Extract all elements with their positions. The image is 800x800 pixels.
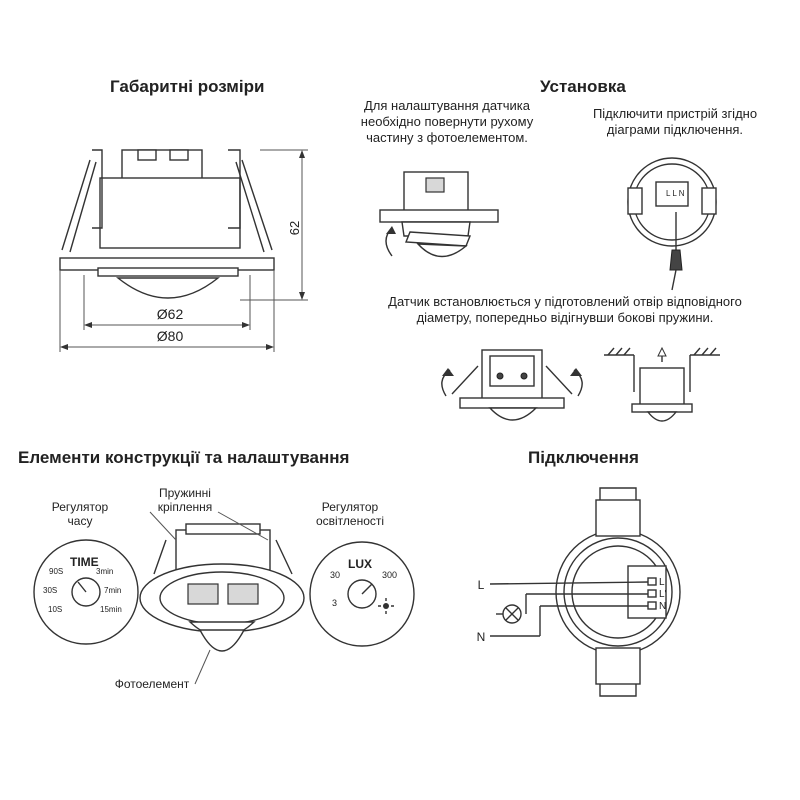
- lamp-icon: [502, 604, 522, 624]
- installation-mount-drawing: [441, 349, 583, 421]
- installation-step3-caption: Датчик встановлюється у підготовлений от…: [388, 294, 742, 325]
- lux-dial-label: LUX: [348, 557, 372, 571]
- sun-icon: [378, 598, 394, 614]
- lux-mark-3: 3: [332, 598, 337, 608]
- installation-wiring-drawing: L L N: [627, 157, 717, 291]
- time-mark-30s: 30S: [43, 586, 57, 595]
- time-mark-7min: 7min: [104, 586, 121, 595]
- lux-mark-30: 30: [330, 570, 340, 580]
- wire-l-label: L: [477, 578, 485, 592]
- connection-drawing: L L' N: [489, 487, 681, 697]
- elements-sensor-drawing: [139, 511, 305, 685]
- installation-title: Установка: [540, 77, 626, 96]
- terminal-l-prime: L': [659, 589, 667, 600]
- time-dial[interactable]: TIME 90S 3min 30S 7min 10S 15min: [33, 539, 139, 645]
- springs-label: Пружинні кріплення: [157, 486, 213, 514]
- dimension-d80-label: Ø80: [156, 328, 184, 344]
- time-mark-3min: 3min: [96, 567, 113, 576]
- time-mark-15min: 15min: [100, 605, 122, 614]
- time-regulator-label: Регулятор часу: [51, 500, 109, 528]
- time-dial-label: TIME: [70, 555, 99, 569]
- dimension-d62-label: Ø62: [156, 306, 184, 322]
- terminal-l: L: [659, 577, 665, 588]
- wire-n-label: N: [476, 630, 486, 644]
- installation-step2-caption: Підключити пристрій згідно діаграми підк…: [592, 106, 758, 137]
- lux-regulator-label: Регулятор освітленості: [315, 500, 385, 528]
- time-mark-10s: 10S: [48, 605, 62, 614]
- connection-title: Підключення: [528, 448, 639, 467]
- installation-step1-caption: Для налаштування датчика необхідно повер…: [360, 98, 534, 145]
- installation-adjust-drawing: [379, 171, 499, 258]
- lux-mark-300: 300: [382, 570, 397, 580]
- dimensions-title: Габаритні розміри: [110, 77, 265, 96]
- photocell-label: Фотоелемент: [114, 677, 190, 691]
- lux-dial[interactable]: LUX 30 300 3: [309, 541, 415, 647]
- dimensions-drawing: [59, 149, 308, 352]
- installation-insert-drawing: [604, 346, 720, 422]
- time-mark-90s: 90S: [49, 567, 63, 576]
- svg-text:L L N: L L N: [666, 189, 685, 198]
- elements-title: Елементи конструкції та налаштування: [18, 448, 350, 467]
- terminal-n: N: [659, 601, 666, 612]
